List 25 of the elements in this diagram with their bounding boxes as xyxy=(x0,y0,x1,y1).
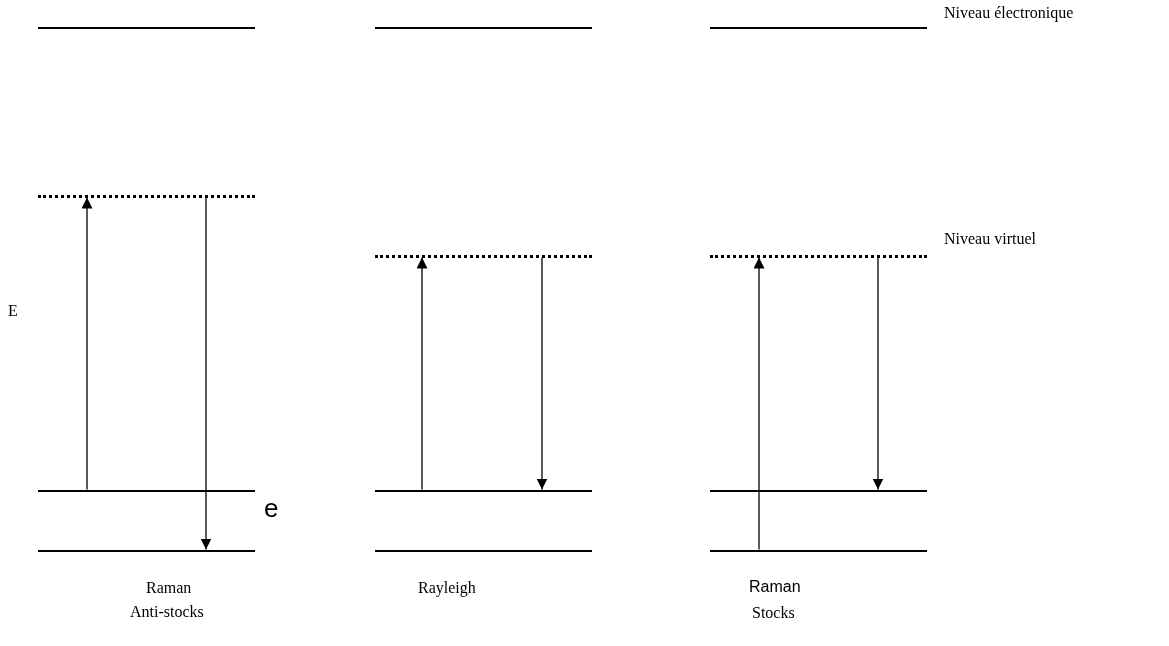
energy-level-line xyxy=(710,27,927,29)
arrow xyxy=(753,256,765,551)
axis-label: e xyxy=(264,494,279,523)
energy-level-line xyxy=(38,490,255,492)
virtual-level-line xyxy=(710,254,927,258)
scattering-label: Raman xyxy=(146,579,192,597)
arrow xyxy=(416,256,428,491)
scattering-label: Anti-stocks xyxy=(130,603,204,621)
scattering-label: Stocks xyxy=(752,604,795,622)
axis-label: E xyxy=(8,302,18,320)
level-label: Niveau virtuel xyxy=(944,230,1036,248)
energy-level-line xyxy=(375,490,592,492)
scattering-label: Raman xyxy=(749,578,801,596)
arrow xyxy=(536,256,548,491)
energy-level-line xyxy=(38,27,255,29)
arrow xyxy=(81,196,93,491)
virtual-level-line xyxy=(38,194,255,198)
energy-level-line xyxy=(38,550,255,552)
arrow xyxy=(872,256,884,491)
arrow xyxy=(200,196,212,551)
energy-level-line xyxy=(375,550,592,552)
energy-level-line xyxy=(710,490,927,492)
energy-level-line xyxy=(710,550,927,552)
virtual-level-line xyxy=(375,254,592,258)
energy-level-line xyxy=(375,27,592,29)
